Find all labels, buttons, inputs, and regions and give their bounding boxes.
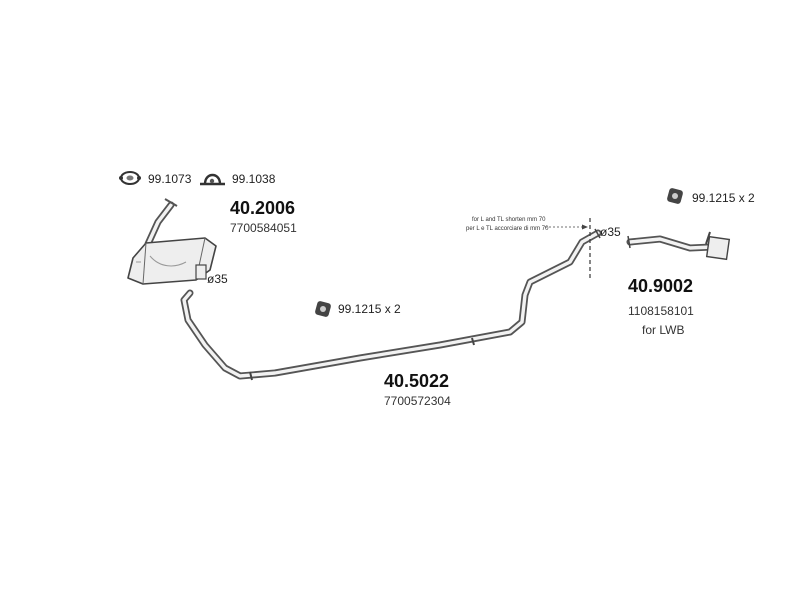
gasket-code: 99.1073 <box>148 172 192 186</box>
rear-pipe-note: for LWB <box>642 323 685 337</box>
rear-pipe <box>626 231 731 261</box>
muffler-diameter: ø35 <box>207 272 228 286</box>
cut-note-italian: per L e TL accorciare di mm 70 <box>466 226 549 232</box>
gasket-icon <box>119 171 141 185</box>
rear-pipe-oem-number: 1108158101 <box>628 304 694 318</box>
muffler-inlet-pipe <box>144 198 178 248</box>
center-pipe-oem-number: 7700572304 <box>384 394 451 408</box>
rear-mount-code: 99.1215 x 2 <box>692 191 755 205</box>
center-mount-code: 99.1215 x 2 <box>338 302 401 316</box>
center-pipe-diameter: ø35 <box>600 225 621 239</box>
muffler-oem-number: 7700584051 <box>230 221 297 235</box>
cut-mark <box>545 218 591 280</box>
center-pipe-part-number: 40.5022 <box>384 371 450 391</box>
rubber-mount-icon-rear <box>667 188 683 204</box>
muffler-outlet-stub <box>195 264 207 280</box>
center-pipe <box>180 228 602 381</box>
clamp-code: 99.1038 <box>232 172 276 186</box>
muffler-part-number: 40.2006 <box>230 198 296 218</box>
cut-note-english: for L and TL shorten mm 70 <box>472 217 546 223</box>
rear-pipe-part-number: 40.9002 <box>628 276 694 296</box>
rubber-mount-icon-center <box>315 301 331 317</box>
muffler-body <box>127 237 217 285</box>
clamp-icon <box>200 173 225 186</box>
